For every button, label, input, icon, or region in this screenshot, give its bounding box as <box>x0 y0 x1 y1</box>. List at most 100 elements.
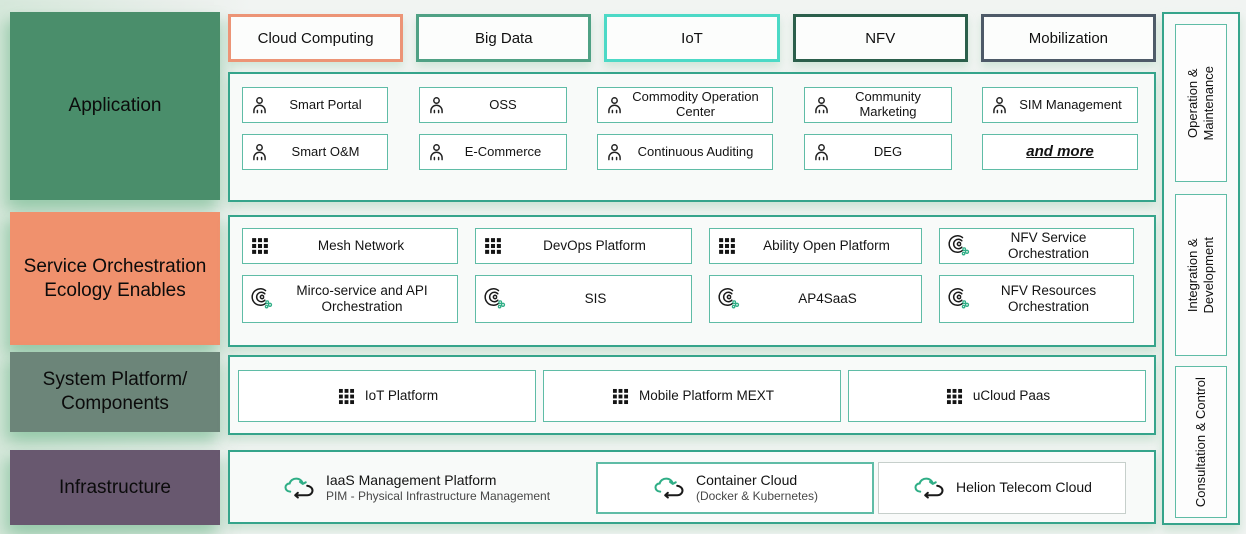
person-icon <box>426 95 447 116</box>
cloud-sync-icon <box>282 475 316 502</box>
svc-item-label: NFV Service Orchestration <box>1007 230 1090 261</box>
right-item-label: Consultation & Control <box>1192 376 1208 508</box>
swirl-icon <box>946 287 970 311</box>
infra-item-text: IaaS Management Platform PIM - Physical … <box>326 472 550 505</box>
person-icon <box>249 142 270 163</box>
service-items-grid: Mesh Network DevOps Platform Ability Ope… <box>242 228 1134 323</box>
svc-item-ap4saas: AP4SaaS <box>709 275 922 323</box>
app-item-label: Continuous Auditing <box>637 143 754 159</box>
app-item-smart-om: Smart O&M <box>242 134 388 170</box>
sys-item-mobile-platform-mext: Mobile Platform MEXT <box>543 370 841 422</box>
infra-item-container-cloud: Container Cloud (Docker & Kubernetes) <box>596 462 874 514</box>
grid-icon <box>944 386 965 407</box>
system-platform-row-box: IoT Platform Mobile Platform MEXT uCloud… <box>228 355 1156 435</box>
person-icon <box>811 142 832 163</box>
swirl-icon <box>946 234 970 258</box>
app-item-ecommerce: E-Commerce <box>418 134 567 170</box>
right-item-label: Integration & Development <box>1184 236 1217 314</box>
svc-item-label: DevOps Platform <box>543 238 646 254</box>
tag-iot: IoT <box>604 14 780 62</box>
layer-service-orchestration-label: Service Orchestration Ecology Enables <box>23 255 207 301</box>
svc-item-label: SIS <box>584 291 607 307</box>
right-item-integration-development: Integration & Development <box>1175 194 1227 356</box>
right-item-label: Operation & Maintenance <box>1184 65 1216 141</box>
platform-items-grid: IoT Platform Mobile Platform MEXT uCloud… <box>238 370 1146 422</box>
grid-icon <box>610 386 631 407</box>
layer-infrastructure: Infrastructure <box>10 450 220 525</box>
svc-item-nfv-resources-orchestration: NFV Resources Orchestration <box>939 275 1134 323</box>
layer-system-platform-label: System Platform/ Components <box>42 369 188 414</box>
person-icon <box>989 95 1010 116</box>
swirl-icon <box>482 287 506 311</box>
application-row-box: Smart Portal OSS Commodity Operation Cen… <box>228 72 1156 202</box>
layer-infrastructure-label: Infrastructure <box>59 476 171 498</box>
layer-application: Application <box>10 12 220 200</box>
svc-item-sis: SIS <box>475 275 692 323</box>
svc-item-label: Mesh Network <box>317 238 405 254</box>
svc-item-devops-platform: DevOps Platform <box>475 228 692 264</box>
cloud-sync-icon <box>912 475 946 502</box>
tag-label: Big Data <box>475 29 533 47</box>
tag-mobilization: Mobilization <box>980 14 1157 62</box>
app-item-label: Community Marketing <box>855 89 921 119</box>
layer-service-orchestration: Service Orchestration Ecology Enables <box>10 212 220 345</box>
tag-cloud-computing: Cloud Computing <box>228 14 404 62</box>
app-item-oss: OSS <box>418 87 567 123</box>
infra-item-helion-telecom-cloud: Helion Telecom Cloud <box>878 462 1126 514</box>
person-icon <box>249 95 270 116</box>
app-item-commodity-operation-center: Commodity Operation Center <box>597 87 773 123</box>
person-icon <box>604 142 625 163</box>
infrastructure-items: IaaS Management Platform PIM - Physical … <box>240 462 1126 514</box>
tag-label: Cloud Computing <box>257 29 374 47</box>
right-services-column: Operation & Maintenance Integration & De… <box>1162 12 1240 525</box>
app-item-smart-portal: Smart Portal <box>242 87 388 123</box>
sys-item-ucloud-paas: uCloud Paas <box>848 370 1146 422</box>
person-icon <box>811 95 832 116</box>
person-icon <box>426 142 447 163</box>
app-item-label: SIM Management <box>1019 96 1122 112</box>
right-item-consultation-control: Consultation & Control <box>1175 366 1227 518</box>
sys-item-label: uCloud Paas <box>972 388 1051 404</box>
sys-item-label: IoT Platform <box>364 388 439 404</box>
svc-item-label: AP4SaaS <box>798 291 857 307</box>
svc-item-label: Ability Open Platform <box>763 238 890 254</box>
app-item-label: E-Commerce <box>464 143 542 159</box>
right-item-operation-maintenance: Operation & Maintenance <box>1175 24 1227 182</box>
svc-item-label: Mirco-service and API Orchestration <box>296 283 428 314</box>
swirl-icon <box>249 287 273 311</box>
infra-item-label: Container Cloud <box>695 471 798 488</box>
grid-icon <box>482 235 504 257</box>
app-item-sim-management: SIM Management <box>982 87 1138 123</box>
tag-label: IoT <box>681 29 703 47</box>
infra-item-label: Helion Telecom Cloud <box>956 479 1092 496</box>
layer-system-platform: System Platform/ Components <box>10 352 220 432</box>
infra-item-label: IaaS Management Platform <box>325 471 497 488</box>
app-item-continuous-auditing: Continuous Auditing <box>597 134 773 170</box>
person-icon <box>604 95 625 116</box>
infra-item-iaas-management: IaaS Management Platform PIM - Physical … <box>240 462 592 514</box>
svc-item-microservice-api-orchestration: Mirco-service and API Orchestration <box>242 275 458 323</box>
app-item-and-more: and more <box>982 134 1138 170</box>
tag-big-data: Big Data <box>416 14 592 62</box>
cloud-sync-icon <box>652 475 686 502</box>
svc-item-ability-open-platform: Ability Open Platform <box>709 228 922 264</box>
grid-icon <box>249 235 271 257</box>
app-item-label: OSS <box>489 96 517 112</box>
infra-item-text: Container Cloud (Docker & Kubernetes) <box>696 472 818 505</box>
app-item-label: Smart Portal <box>289 96 362 112</box>
svc-item-label: NFV Resources Orchestration <box>1000 283 1097 314</box>
infra-item-sublabel: (Docker & Kubernetes) <box>695 489 819 504</box>
tag-nfv: NFV <box>792 14 968 62</box>
application-items-grid: Smart Portal OSS Commodity Operation Cen… <box>242 87 1138 170</box>
sys-item-iot-platform: IoT Platform <box>238 370 536 422</box>
app-item-label: Smart O&M <box>291 143 360 159</box>
tag-label: Mobilization <box>1028 29 1109 47</box>
svc-item-mesh-network: Mesh Network <box>242 228 458 264</box>
sys-item-label: Mobile Platform MEXT <box>638 388 775 404</box>
infra-item-sublabel: PIM - Physical Infrastructure Management <box>325 489 551 504</box>
svc-item-nfv-service-orchestration: NFV Service Orchestration <box>939 228 1134 264</box>
grid-icon <box>716 235 738 257</box>
swirl-icon <box>716 287 740 311</box>
and-more-label: and more <box>1026 143 1094 161</box>
tag-label: NFV <box>865 29 896 47</box>
